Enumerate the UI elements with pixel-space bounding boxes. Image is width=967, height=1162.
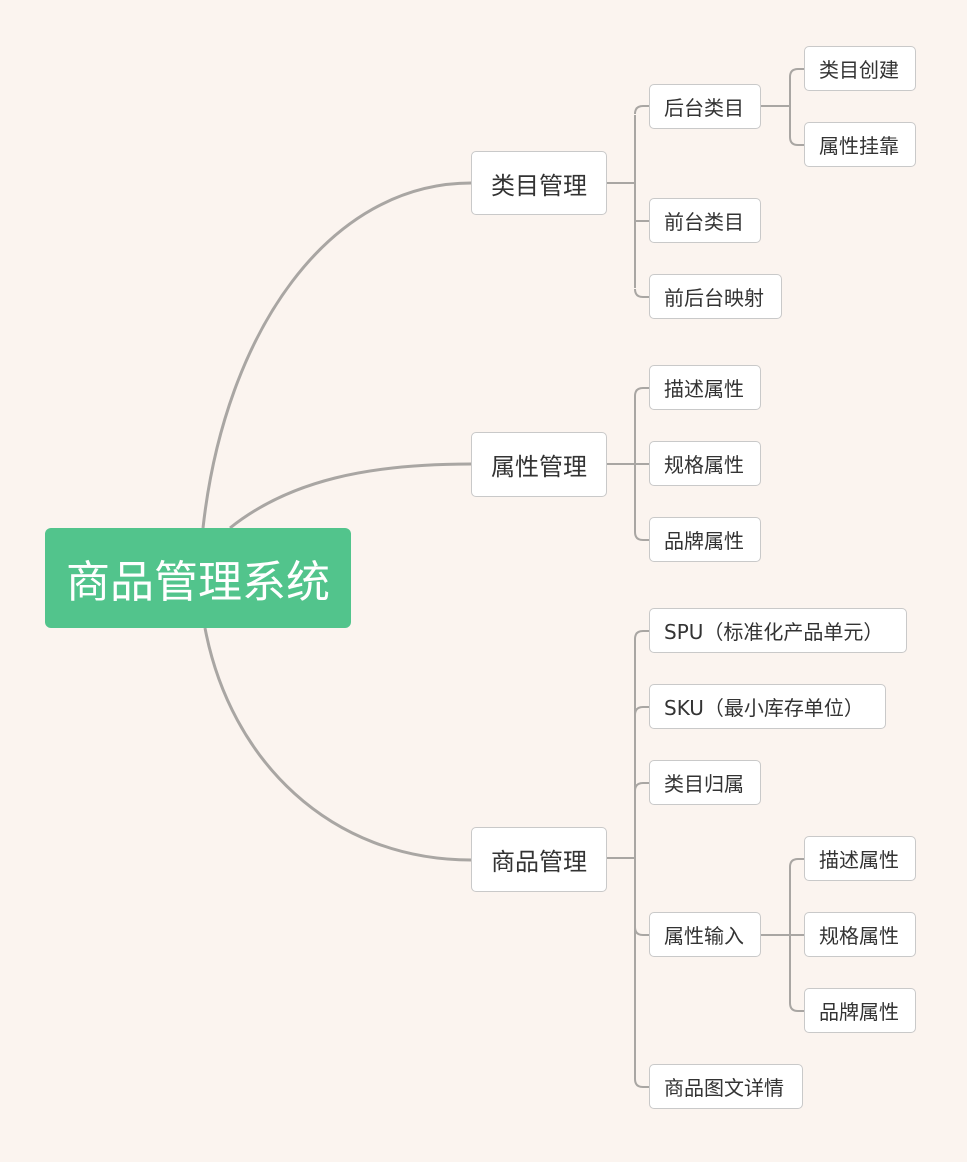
link-category-children: [607, 105, 649, 298]
node-backend-category[interactable]: 后台类目: [649, 84, 761, 129]
node-spec-attribute[interactable]: 规格属性: [649, 441, 761, 486]
node-sku[interactable]: SKU（最小库存单位）: [649, 684, 886, 729]
node-category-create[interactable]: 类目创建: [804, 46, 916, 91]
root-node[interactable]: 商品管理系统: [45, 528, 351, 628]
node-description-attribute[interactable]: 描述属性: [649, 365, 761, 410]
link-attrinput-children: [761, 858, 804, 1012]
node-frontend-category[interactable]: 前台类目: [649, 198, 761, 243]
node-category-mapping[interactable]: 前后台映射: [649, 274, 782, 319]
link-root-category: [201, 181, 472, 529]
node-spu[interactable]: SPU（标准化产品单元）: [649, 608, 907, 653]
node-product-management[interactable]: 商品管理: [471, 827, 607, 892]
node-input-spec-attribute[interactable]: 规格属性: [804, 912, 916, 957]
link-attribute-children: [607, 387, 649, 541]
link-backend-children: [761, 68, 804, 146]
link-root-product: [203, 627, 472, 862]
node-attribute-management[interactable]: 属性管理: [471, 432, 607, 497]
node-category-ownership[interactable]: 类目归属: [649, 760, 761, 805]
node-input-brand-attribute[interactable]: 品牌属性: [804, 988, 916, 1033]
node-attribute-input[interactable]: 属性输入: [649, 912, 761, 957]
node-attribute-attach[interactable]: 属性挂靠: [804, 122, 916, 167]
link-root-attribute: [229, 462, 472, 530]
node-brand-attribute[interactable]: 品牌属性: [649, 517, 761, 562]
node-category-management[interactable]: 类目管理: [471, 151, 607, 215]
node-input-description-attribute[interactable]: 描述属性: [804, 836, 916, 881]
node-product-detail[interactable]: 商品图文详情: [649, 1064, 803, 1109]
link-product-children: [607, 630, 649, 1088]
